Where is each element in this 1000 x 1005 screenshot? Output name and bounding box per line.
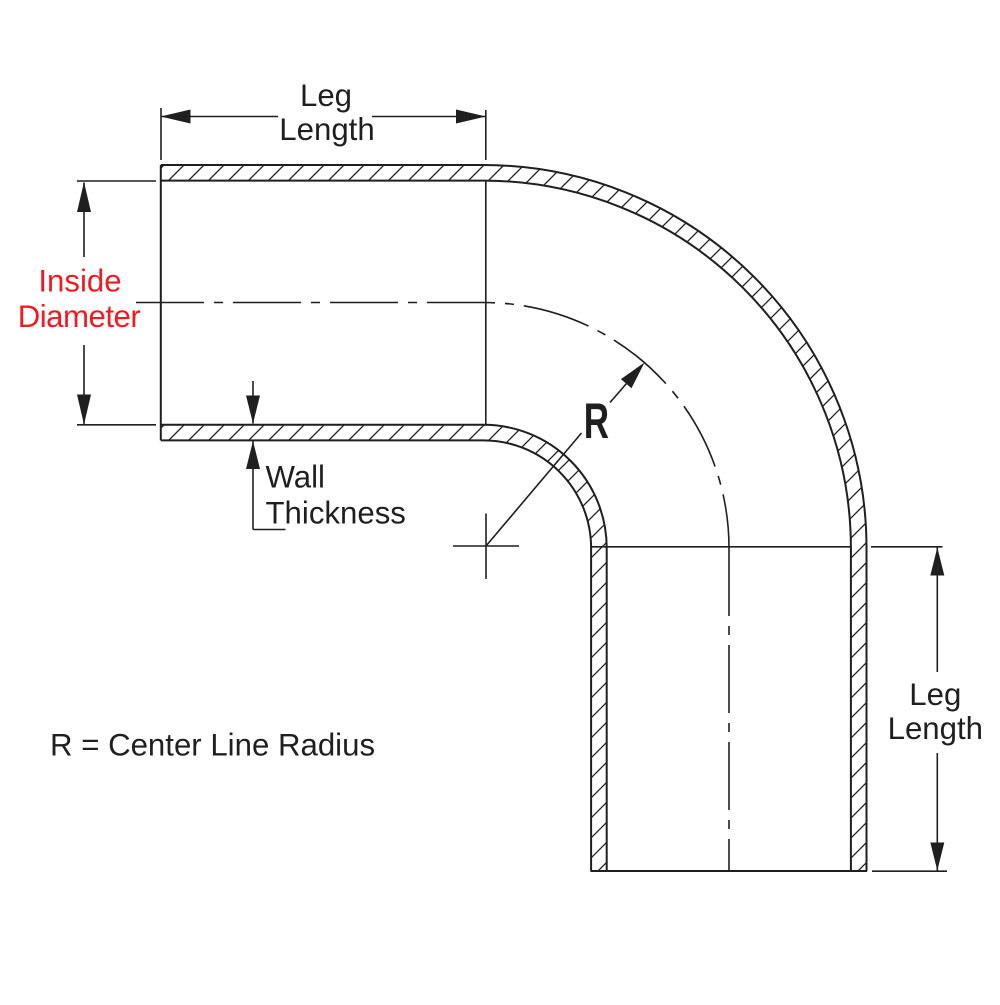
svg-text:Leg: Leg	[909, 677, 961, 712]
svg-text:R = Center Line Radius: R = Center Line Radius	[50, 727, 375, 762]
svg-text:Inside: Inside	[38, 264, 121, 299]
svg-text:Length: Length	[279, 112, 374, 147]
svg-text:R: R	[584, 394, 609, 450]
svg-text:Wall: Wall	[266, 460, 325, 495]
svg-text:Length: Length	[888, 711, 983, 746]
svg-text:Diameter: Diameter	[18, 299, 141, 334]
svg-text:Thickness: Thickness	[266, 496, 406, 531]
svg-text:Leg: Leg	[300, 78, 352, 113]
